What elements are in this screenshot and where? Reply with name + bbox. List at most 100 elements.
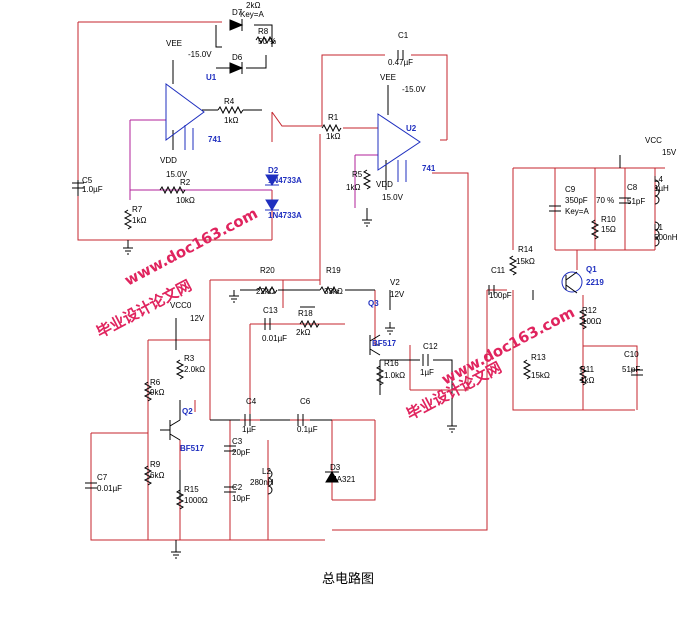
svg-text:741: 741 [208,135,222,144]
svg-text:D7: D7 [232,8,243,17]
svg-text:VCC: VCC [645,136,662,145]
watermark-left: 毕业设计论文网 www.doc163.com [93,204,260,341]
svg-text:R9: R9 [150,460,161,469]
svg-text:C12: C12 [423,342,438,351]
svg-text:51pF: 51pF [622,365,640,374]
svg-text:10kΩ: 10kΩ [176,196,195,205]
svg-text:C10: C10 [624,350,639,359]
svg-text:Q3: Q3 [368,299,379,308]
svg-text:U1: U1 [206,73,217,82]
svg-text:VDD: VDD [376,180,393,189]
svg-text:500nH: 500nH [654,233,678,242]
svg-text:1µF: 1µF [242,425,256,434]
svg-text:R12: R12 [582,306,597,315]
svg-text:R7: R7 [132,205,143,214]
svg-text:VEE: VEE [380,73,396,82]
svg-text:D3: D3 [330,463,341,472]
svg-text:15kΩ: 15kΩ [516,257,535,266]
svg-text:C6: C6 [300,397,311,406]
red-wires [77,21,665,541]
svg-text:Q2: Q2 [182,407,193,416]
svg-text:15Ω: 15Ω [601,225,616,234]
svg-text:R16: R16 [384,359,399,368]
ground-symbols [123,208,457,559]
circuit-schematic: VEE -15.0V U1 741 VDD 15.0V D7 2kΩ Key=A… [72,1,678,559]
svg-text:C9: C9 [565,185,576,194]
svg-text:R8: R8 [258,27,269,36]
svg-text:100Ω: 100Ω [582,317,601,326]
svg-text:12V: 12V [190,314,205,323]
svg-text:L1: L1 [654,223,663,232]
svg-text:R1: R1 [328,113,339,122]
svg-text:1µF: 1µF [420,368,434,377]
svg-text:2kΩ: 2kΩ [296,328,310,337]
svg-text:15.0V: 15.0V [166,170,188,179]
svg-text:1µH: 1µH [654,184,669,193]
svg-text:22kΩ: 22kΩ [256,287,275,296]
svg-text:R13: R13 [531,353,546,362]
svg-text:L4: L4 [654,175,663,184]
svg-text:2kΩ: 2kΩ [246,1,260,10]
svg-text:VCC0: VCC0 [170,301,192,310]
svg-text:R19: R19 [326,266,341,275]
svg-text:C3: C3 [232,437,243,446]
black-wires [77,24,621,548]
svg-text:70 %: 70 % [596,196,614,205]
svg-text:L2: L2 [262,467,271,476]
svg-text:2.0kΩ: 2.0kΩ [184,365,205,374]
svg-text:C5: C5 [82,176,93,185]
svg-text:VDD: VDD [160,156,177,165]
svg-text:1.0kΩ: 1.0kΩ [384,371,405,380]
svg-text:15kΩ: 15kΩ [531,371,550,380]
svg-text:U2: U2 [406,124,417,133]
svg-text:12V: 12V [390,290,405,299]
svg-text:R20: R20 [260,266,275,275]
resistors [123,35,600,510]
svg-text:0.01µF: 0.01µF [262,334,287,343]
svg-text:C2: C2 [232,483,243,492]
diodes [229,19,339,483]
svg-text:R10: R10 [601,215,616,224]
svg-text:VEE: VEE [166,39,182,48]
svg-text:R14: R14 [518,245,533,254]
svg-text:BF517: BF517 [372,339,397,348]
svg-text:280nH: 280nH [250,478,274,487]
svg-text:-15.0V: -15.0V [188,50,212,59]
svg-text:C1: C1 [398,31,409,40]
svg-text:1N4733A: 1N4733A [268,176,302,185]
svg-text:1kΩ: 1kΩ [326,132,340,141]
svg-text:1kΩ: 1kΩ [580,376,594,385]
svg-text:0.01µF: 0.01µF [97,484,122,493]
svg-text:C11: C11 [491,266,506,275]
svg-text:Key=A: Key=A [240,10,264,19]
svg-text:C8: C8 [627,183,638,192]
svg-text:R3: R3 [184,354,195,363]
svg-text:10pF: 10pF [232,494,250,503]
svg-text:1kΩ: 1kΩ [132,216,146,225]
svg-text:R15: R15 [184,485,199,494]
svg-text:1.0µF: 1.0µF [82,185,103,194]
svg-text:-15.0V: -15.0V [402,85,426,94]
svg-text:Q1: Q1 [586,265,597,274]
watermark-right: 毕业设计论文网 www.doc163.com [403,303,577,423]
svg-text:BF517: BF517 [180,444,205,453]
svg-text:100pF: 100pF [489,291,512,300]
svg-text:R11: R11 [580,365,595,374]
svg-text:350pF: 350pF [565,196,588,205]
svg-text:www.doc163.com: www.doc163.com [438,303,577,388]
svg-text:1kΩ: 1kΩ [346,183,360,192]
svg-text:50 %: 50 % [258,37,276,46]
svg-text:MA321: MA321 [330,475,356,484]
svg-text:51pF: 51pF [627,197,645,206]
svg-text:741: 741 [422,164,436,173]
svg-text:9kΩ: 9kΩ [150,388,164,397]
component-labels: VEE -15.0V U1 741 VDD 15.0V D7 2kΩ Key=A… [82,1,678,505]
svg-text:0.47µF: 0.47µF [388,58,413,67]
svg-text:15.0V: 15.0V [382,193,404,202]
svg-text:C13: C13 [263,306,278,315]
figure-caption: 总电路图 [321,572,374,587]
capacitors [72,50,643,493]
opamp-u2 [377,113,421,182]
svg-text:1000Ω: 1000Ω [184,496,208,505]
svg-text:C4: C4 [246,397,257,406]
